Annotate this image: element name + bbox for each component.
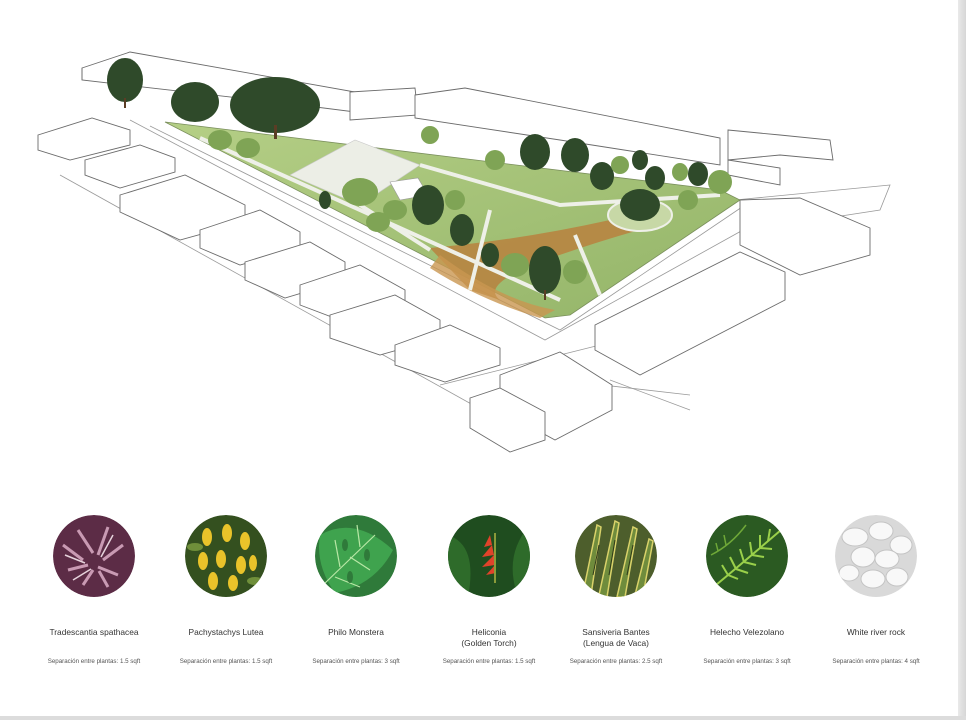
plant-name: Pachystachys Lutea [188,627,264,637]
plant-item-river-rock: White river rock Separación entre planta… [809,515,943,665]
bottom-frame-edge [0,716,966,720]
plant-name: White river rock [846,627,906,637]
plant-name: Helecho Velezolano [709,627,785,637]
river-rock-photo-icon [835,515,917,597]
plant-spacing: Separación entre plantas: 1.5 sqft [442,658,536,665]
trees [107,58,732,300]
plant-item-monstera: Philo Monstera Separación entre plantas:… [289,515,423,665]
site-plan-illustration [37,51,891,453]
sansevieria-photo-icon [575,515,657,597]
plant-name: Tradescantia spathacea [49,627,139,637]
plant-spacing: Separación entre plantas: 1.5 sqft [47,658,141,665]
monstera-photo-icon [315,515,397,597]
plant-item-sansevieria: Sansiveria Bantes (Lengua de Vaca) Separ… [549,515,683,665]
right-frame-edge [958,0,966,720]
heliconia-photo-icon [448,515,530,597]
plant-spacing: Separación entre plantas: 3 sqft [312,658,400,665]
fern-photo-icon [706,515,788,597]
plant-name: Heliconia (Golden Torch) [461,627,517,648]
plant-name: Philo Monstera [328,627,384,637]
plant-name: Sansiveria Bantes (Lengua de Vaca) [582,627,650,648]
tradescantia-photo-icon [53,515,135,597]
buildings [37,51,871,453]
pachystachys-photo-icon [185,515,267,597]
plant-item-tradescantia: Tradescantia spathacea Separación entre … [27,515,161,665]
plant-spacing: Separación entre plantas: 2.5 sqft [569,658,663,665]
plant-legend: Tradescantia spathacea Separación entre … [0,515,966,675]
plant-item-heliconia: Heliconia (Golden Torch) Separación entr… [422,515,556,665]
plant-item-pachystachys: Pachystachys Lutea Separación entre plan… [159,515,293,665]
plant-spacing: Separación entre plantas: 1.5 sqft [179,658,273,665]
plant-spacing: Separación entre plantas: 4 sqft [832,658,920,665]
plant-spacing: Separación entre plantas: 3 sqft [703,658,791,665]
plant-item-fern: Helecho Velezolano Separación entre plan… [680,515,814,665]
